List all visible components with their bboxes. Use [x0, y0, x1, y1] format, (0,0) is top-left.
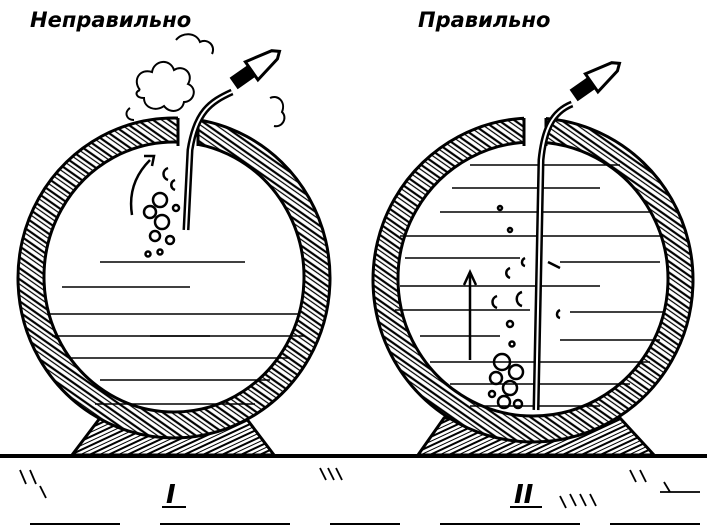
barrel-ring-left	[16, 116, 332, 440]
barrel-ring-right	[371, 116, 695, 444]
water-lines-right	[395, 164, 665, 407]
nozzle-right	[569, 61, 622, 102]
figure-number-2: II	[514, 480, 534, 510]
barrel-right	[371, 61, 695, 457]
water-lines-left	[48, 261, 305, 405]
ground	[0, 454, 707, 525]
bubbles-right	[462, 204, 561, 410]
barrel-wrong	[16, 33, 332, 457]
bubbles-left	[129, 154, 181, 258]
label-wrong: Неправильно	[30, 8, 191, 32]
label-right: Правильно	[418, 8, 550, 32]
figure-number-1: I	[166, 480, 176, 510]
steam-left	[125, 33, 286, 128]
nozzle-left	[229, 49, 282, 90]
